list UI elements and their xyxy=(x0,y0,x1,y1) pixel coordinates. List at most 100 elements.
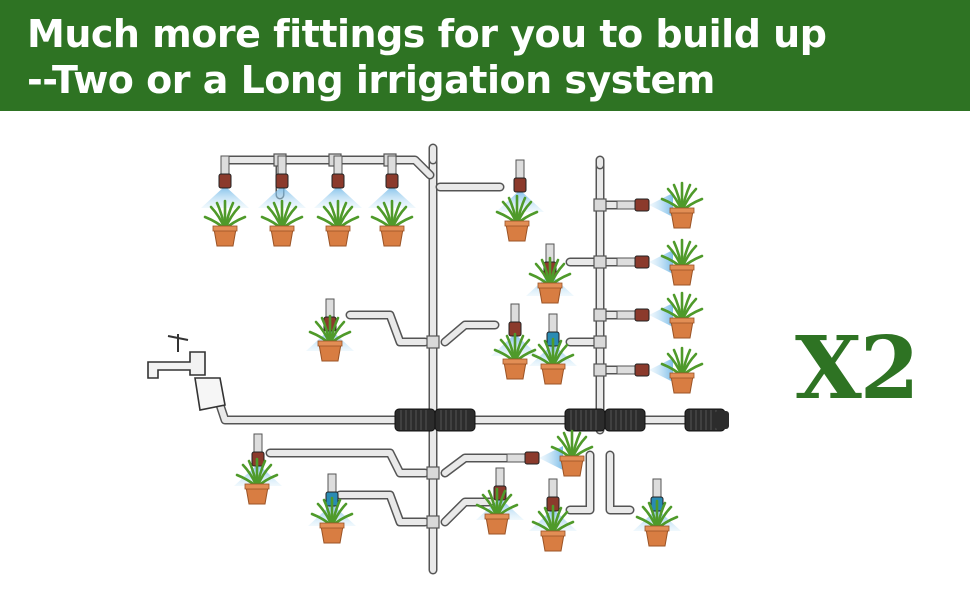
potted-plant-icon xyxy=(203,199,247,247)
pot xyxy=(485,516,509,535)
pot xyxy=(318,343,342,362)
pot-rim xyxy=(540,530,566,537)
potted-plant-icon xyxy=(531,337,575,385)
nozzle xyxy=(634,308,650,322)
spray xyxy=(649,250,673,274)
sprinkler-icon xyxy=(616,358,673,382)
riser xyxy=(506,453,528,463)
tee-fitting-icon xyxy=(593,335,607,349)
spray xyxy=(539,446,563,470)
pipe xyxy=(267,450,428,476)
nozzle xyxy=(634,363,650,377)
pot xyxy=(505,223,529,242)
nozzle xyxy=(634,198,650,212)
pot-rim xyxy=(537,282,563,289)
pipe xyxy=(347,312,428,345)
pot-rim xyxy=(669,372,695,379)
spray xyxy=(314,186,362,208)
potted-plant-icon xyxy=(660,238,704,286)
potted-plant-icon xyxy=(495,194,539,242)
nozzle xyxy=(513,177,527,193)
pipe xyxy=(337,492,428,525)
potted-plant-icon xyxy=(310,496,354,544)
sprinkler-icon xyxy=(506,446,563,470)
spray xyxy=(201,186,249,208)
nozzle xyxy=(524,451,540,465)
connector-icon xyxy=(604,408,646,432)
pot xyxy=(670,375,694,394)
plants-layer xyxy=(201,155,704,552)
pot-rim xyxy=(317,340,343,347)
pipe-outline xyxy=(345,310,430,347)
pot-rim xyxy=(669,317,695,324)
pot xyxy=(560,458,584,477)
irrigation-diagram xyxy=(147,143,729,575)
pot-rim xyxy=(644,525,670,532)
pot-rim xyxy=(269,225,295,232)
pot-rim xyxy=(244,483,270,490)
pot xyxy=(245,486,269,505)
pot xyxy=(670,320,694,339)
faucet-handle-icon xyxy=(167,334,189,352)
spray xyxy=(649,358,673,382)
pot xyxy=(380,228,404,247)
spray xyxy=(368,186,416,208)
spray xyxy=(649,303,673,327)
pot-rim xyxy=(669,207,695,214)
potted-plant-icon xyxy=(493,332,537,380)
tee-fitting-icon xyxy=(593,308,607,322)
potted-plant-icon xyxy=(475,487,519,535)
potted-plant-icon xyxy=(635,499,679,547)
headline-line-1: Much more fittings for you to build up xyxy=(27,12,827,56)
potted-plant-icon xyxy=(316,199,360,247)
potted-plant-icon xyxy=(260,199,304,247)
pot-rim xyxy=(504,220,530,227)
spray xyxy=(649,193,673,217)
pot-rim xyxy=(379,225,405,232)
pot xyxy=(503,361,527,380)
connector-icon xyxy=(434,408,476,432)
potted-plant-icon xyxy=(235,457,279,505)
pot xyxy=(670,267,694,286)
sprinkler-icon xyxy=(616,303,673,327)
nozzle xyxy=(218,173,232,189)
header-banner: Much more fittings for you to build up -… xyxy=(0,0,970,111)
sprinkler-icon xyxy=(201,155,249,208)
end-cap-icon xyxy=(715,411,729,429)
riser xyxy=(616,257,638,267)
tee-fitting-icon xyxy=(426,335,440,349)
pot xyxy=(541,366,565,385)
pipe-outline xyxy=(210,385,400,425)
potted-plant-icon xyxy=(660,181,704,229)
pot-rim xyxy=(502,358,528,365)
pot-rim xyxy=(540,363,566,370)
headline-line-2: --Two or a Long irrigation system xyxy=(27,58,715,102)
pot xyxy=(670,210,694,229)
nozzle xyxy=(331,173,345,189)
pot xyxy=(541,533,565,552)
nozzle xyxy=(275,173,289,189)
pipe xyxy=(222,157,433,198)
sprinkler-icon xyxy=(616,250,673,274)
pipe xyxy=(442,322,498,345)
pipe xyxy=(567,452,593,513)
pot-rim xyxy=(325,225,351,232)
sprinkler-icon xyxy=(616,193,673,217)
tee-fitting-icon xyxy=(593,363,607,377)
pot xyxy=(213,228,237,247)
nozzle xyxy=(385,173,399,189)
pipe-outline xyxy=(335,490,430,527)
pot-rim xyxy=(212,225,238,232)
pot xyxy=(320,525,344,544)
tee-fitting-icon xyxy=(426,466,440,480)
pipe xyxy=(442,455,523,476)
potted-plant-icon xyxy=(528,256,572,304)
quantity-multiplier: X2 xyxy=(795,318,920,419)
riser xyxy=(616,310,638,320)
pot xyxy=(538,285,562,304)
tee-fitting-icon xyxy=(426,515,440,529)
potted-plant-icon xyxy=(531,504,575,552)
faucet-icon xyxy=(147,351,206,379)
pot-rim xyxy=(559,455,585,462)
sprinkler-icon xyxy=(258,155,306,208)
